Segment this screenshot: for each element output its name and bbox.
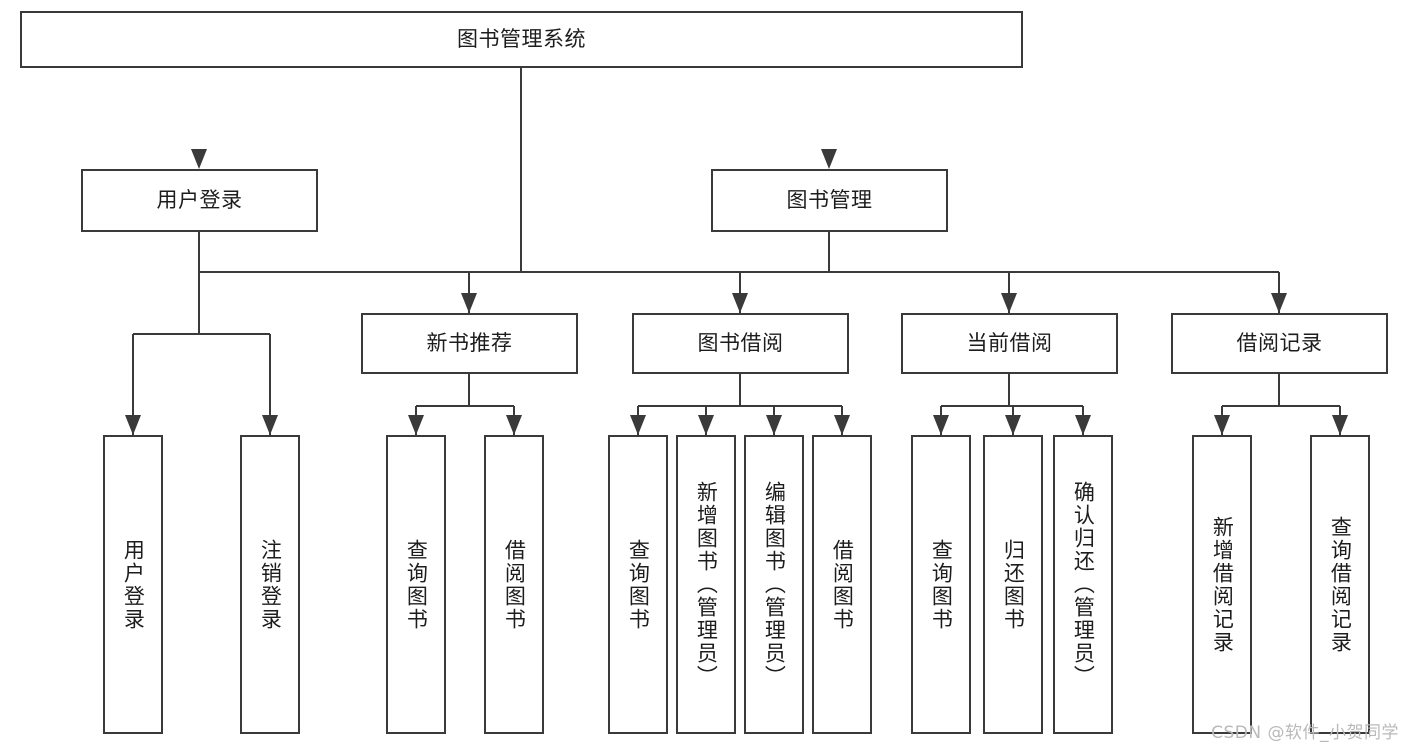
node-leaf-add-borrow-record[interactable]: 新增借阅记录 [1192,435,1252,734]
node-leaf-query-book-borrow-label: 查询图书 [626,538,651,631]
node-leaf-add-book-admin[interactable]: 新增图书（管理员） [676,435,736,734]
node-leaf-confirm-return-admin-label: 确认归还（管理员） [1071,481,1096,688]
book-management-to-level3-arrowhead-2 [1001,293,1017,313]
node-leaf-query-borrow-record[interactable]: 查询借阅记录 [1310,435,1370,734]
node-current-borrow-label: 当前借阅 [966,330,1053,355]
node-leaf-logout-login-label: 注销登录 [258,538,283,631]
node-leaf-return-book[interactable]: 归还图书 [983,435,1043,734]
node-leaf-query-borrow-record-label: 查询借阅记录 [1328,515,1353,654]
node-user-login-label: 用户登录 [156,187,243,212]
node-borrow-record-label: 借阅记录 [1236,330,1323,355]
book-borrow-to-leaves-arrowhead-2 [766,415,782,435]
book-borrow-to-leaves-arrowhead-3 [834,415,850,435]
current-borrow-to-leaves-arrowhead-2 [1075,415,1091,435]
node-book-borrow[interactable]: 图书借阅 [632,313,849,374]
node-book-management-label: 图书管理 [786,187,873,212]
current-borrow-to-leaves-arrowhead-1 [1005,415,1021,435]
node-leaf-query-book-current[interactable]: 查询图书 [911,435,971,734]
node-leaf-query-book-recommend[interactable]: 查询图书 [386,435,446,734]
borrow-record-to-leaves-arrowhead-1 [1332,415,1348,435]
node-leaf-add-book-admin-label: 新增图书（管理员） [694,481,719,688]
current-borrow-to-leaves-arrowhead-0 [933,415,949,435]
root-to-level2-arrowhead-0 [191,149,207,169]
node-leaf-borrow-book[interactable]: 借阅图书 [812,435,872,734]
node-leaf-user-login[interactable]: 用户登录 [103,435,163,734]
new-book-recommend-to-leaves-arrowhead-0 [408,415,424,435]
node-new-book-recommend-label: 新书推荐 [426,330,513,355]
node-leaf-return-book-label: 归还图书 [1001,538,1026,631]
node-system-title-label: 图书管理系统 [457,26,586,51]
book-management-to-level3-arrowhead-3 [1271,293,1287,313]
node-current-borrow[interactable]: 当前借阅 [901,313,1118,374]
node-book-management[interactable]: 图书管理 [711,169,948,232]
node-leaf-query-book-current-label: 查询图书 [929,538,954,631]
node-leaf-borrow-book-recommend-label: 借阅图书 [502,538,527,631]
user-login-to-leaves-arrowhead-1 [262,415,278,435]
node-leaf-edit-book-admin[interactable]: 编辑图书（管理员） [744,435,804,734]
node-book-borrow-label: 图书借阅 [697,330,784,355]
node-leaf-user-login-label: 用户登录 [121,538,146,631]
node-leaf-add-borrow-record-label: 新增借阅记录 [1210,515,1235,654]
node-leaf-logout-login[interactable]: 注销登录 [240,435,300,734]
book-borrow-to-leaves-arrowhead-1 [698,415,714,435]
node-leaf-edit-book-admin-label: 编辑图书（管理员） [762,481,787,688]
watermark-text: CSDN @软件_小贺同学 [1211,723,1399,743]
root-to-level2-arrowhead-1 [821,149,837,169]
node-leaf-query-book-borrow[interactable]: 查询图书 [608,435,668,734]
node-user-login[interactable]: 用户登录 [81,169,318,232]
node-new-book-recommend[interactable]: 新书推荐 [361,313,578,374]
node-leaf-borrow-book-recommend[interactable]: 借阅图书 [484,435,544,734]
node-leaf-borrow-book-label: 借阅图书 [830,538,855,631]
node-borrow-record[interactable]: 借阅记录 [1171,313,1388,374]
borrow-record-to-leaves-arrowhead-0 [1214,415,1230,435]
node-leaf-query-book-recommend-label: 查询图书 [404,538,429,631]
node-system-title[interactable]: 图书管理系统 [20,11,1023,68]
book-borrow-to-leaves-arrowhead-0 [630,415,646,435]
new-book-recommend-to-leaves-arrowhead-1 [506,415,522,435]
book-management-to-level3-arrowhead-0 [461,293,477,313]
node-leaf-confirm-return-admin[interactable]: 确认归还（管理员） [1053,435,1113,734]
user-login-to-leaves-arrowhead-0 [125,415,141,435]
book-management-to-level3-arrowhead-1 [732,293,748,313]
